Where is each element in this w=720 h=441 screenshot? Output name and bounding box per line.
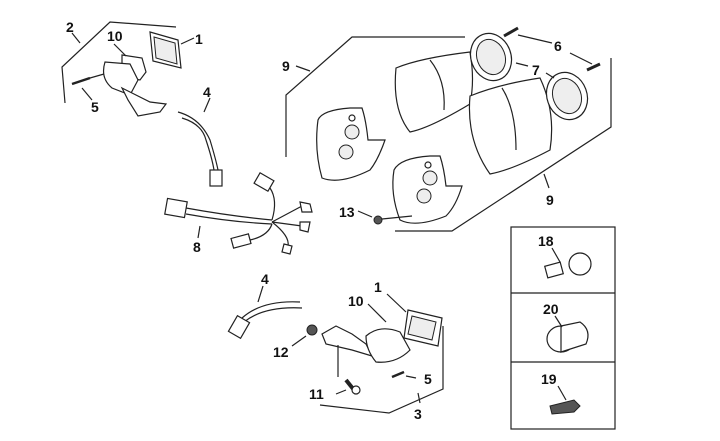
lens-part-1-lower	[386, 293, 443, 347]
callout-9-right: 9	[546, 192, 554, 208]
bulb-18	[543, 247, 592, 279]
bulb-19	[549, 385, 581, 415]
housing-part-10-lower	[321, 303, 411, 363]
bulb-label-19: 19	[541, 371, 557, 387]
group-bracket-9-right	[395, 58, 612, 232]
bulb-panel	[510, 226, 616, 430]
screw-part-13	[357, 210, 413, 225]
rear-light-assembly	[285, 26, 612, 232]
callout-labels: 2 10 1 5 4 8 9 6 7 9 13 4 1 10 12 5 11 3…	[66, 19, 562, 422]
callout-11: 11	[309, 386, 324, 402]
screw-part-5-lower	[391, 370, 417, 379]
light-shell-lower	[468, 77, 553, 175]
housing-part-10	[102, 43, 168, 117]
bulb-label-18: 18	[538, 233, 554, 249]
lens-part-7-upper	[469, 32, 513, 82]
lens-part-7-lower	[545, 71, 589, 121]
wire-harness-part-4	[177, 97, 223, 187]
bulb-20	[546, 315, 589, 353]
screw-part-5	[71, 73, 105, 101]
callout-4-lower: 4	[261, 271, 269, 287]
callout-10: 10	[107, 28, 123, 44]
light-shell-upper	[394, 51, 474, 133]
callout-6: 6	[554, 38, 562, 54]
front-left-indicator-assembly	[61, 21, 223, 187]
main-harness-part-8	[164, 171, 313, 255]
callout-10-lower: 10	[348, 293, 364, 309]
group-bracket-3	[319, 326, 444, 414]
bulb-label-20: 20	[543, 301, 559, 317]
callout-5-lower: 5	[424, 371, 432, 387]
rear-left-indicator-assembly	[227, 285, 444, 414]
screw-part-6	[503, 26, 601, 72]
screw-part-11	[335, 345, 361, 395]
callout-9-left: 9	[282, 58, 290, 74]
group-bracket-9-left	[285, 36, 465, 157]
lens-part-1	[149, 31, 195, 69]
light-housing-upper	[316, 107, 386, 181]
light-housing-lower	[392, 155, 463, 224]
callout-8: 8	[193, 239, 201, 255]
wire-harness-part-4-lower	[227, 285, 303, 340]
callout-4: 4	[203, 84, 211, 100]
callout-3: 3	[414, 406, 422, 422]
callout-2: 2	[66, 19, 74, 35]
callout-1-lower: 1	[374, 279, 382, 295]
callout-7: 7	[532, 62, 540, 78]
nut-part-12	[291, 324, 318, 347]
callout-5: 5	[91, 99, 99, 115]
callout-1: 1	[195, 31, 203, 47]
group-bracket-2	[61, 21, 177, 104]
callout-13: 13	[339, 204, 355, 220]
callout-12: 12	[273, 344, 289, 360]
